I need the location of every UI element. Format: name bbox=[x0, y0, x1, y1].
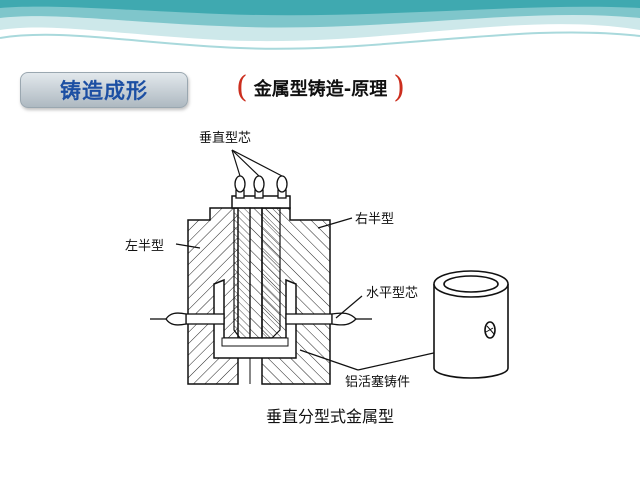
vertical-core-left bbox=[233, 207, 251, 339]
leader-lines bbox=[175, 149, 439, 371]
section-tag: 铸造成形 bbox=[20, 72, 188, 108]
label-horizontal-core: 水平型芯 bbox=[366, 286, 419, 301]
label-right-half: 右半型 bbox=[355, 212, 395, 227]
label-vertical-core: 垂直型芯 bbox=[199, 131, 252, 146]
piston-casting-illustration bbox=[433, 270, 509, 379]
vertical-core-right bbox=[261, 207, 281, 339]
heading-bracket-right: ) bbox=[393, 70, 405, 105]
label-left-half: 左半型 bbox=[125, 239, 165, 254]
heading-bracket-left: ( bbox=[236, 70, 248, 105]
label-casting: 铝活塞铸件 bbox=[345, 375, 411, 390]
heading-text: 金属型铸造-原理 bbox=[253, 79, 388, 100]
header-wave-band bbox=[0, 0, 640, 50]
slide-heading: ( 金属型铸造-原理 ) bbox=[236, 70, 405, 106]
diagram-caption: 垂直分型式金属型 bbox=[266, 407, 395, 426]
core-handles bbox=[234, 175, 288, 199]
vertical-core-center bbox=[249, 207, 263, 339]
